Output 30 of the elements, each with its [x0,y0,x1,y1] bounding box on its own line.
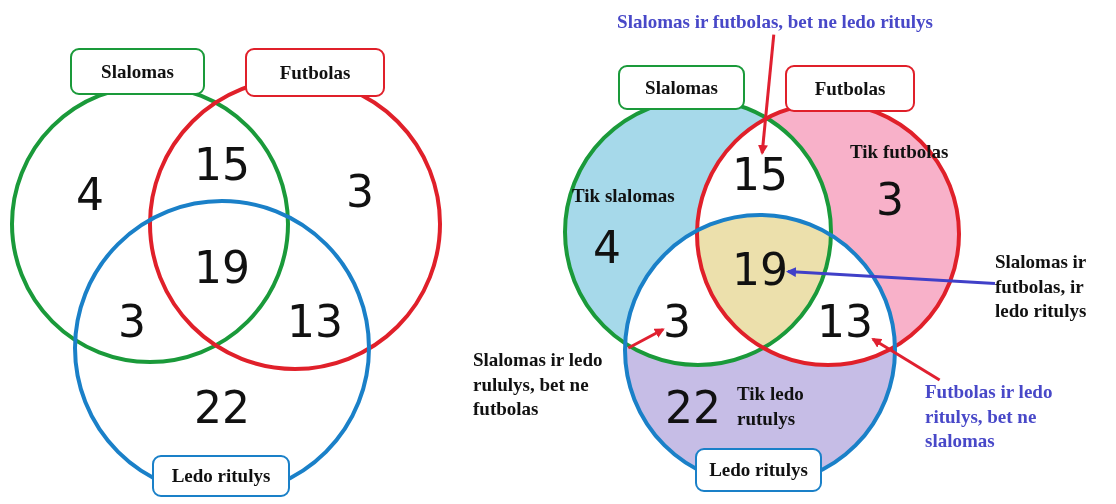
region-count: 13 [287,300,343,344]
region-count: 3 [876,178,904,222]
arrow [627,328,665,350]
arrow [786,267,996,286]
annotation-text: Slalomas ir ledo rululys, bet ne futbolas [473,348,645,423]
region-count: 3 [663,300,691,344]
set-label-box: Ledo ritulys [152,455,290,497]
arrow [757,34,776,155]
annotation-text: Futbolas ir ledo ritulys, bet ne slalomas [925,380,1075,455]
region-label: Tik slalomas [572,184,676,208]
region-count: 3 [118,300,146,344]
arrow [871,337,941,382]
region-count: 19 [732,248,788,292]
region-count: 3 [346,170,374,214]
set-label-box: Futbolas [785,65,915,112]
set-label-box: Slalomas [618,65,745,110]
region-count: 4 [593,226,621,270]
region-count: 15 [194,143,250,187]
region-count: 15 [732,153,788,197]
region-count: 22 [665,386,721,430]
annotation-text: Slalomas ir futbolas, ir ledo ritulys [995,250,1116,325]
annotation-text: Slalomas ir futbolas, bet ne ledo ritulys [560,10,990,35]
set-label-box: Futbolas [245,48,385,97]
region-count: 19 [194,246,250,290]
region-label: Tik ledo rutulys [737,382,805,431]
region-count: 22 [194,386,250,430]
set-label-box: Ledo ritulys [695,448,822,492]
region-count: 4 [76,173,104,217]
set-label-box: Slalomas [70,48,205,95]
region-count: 13 [817,300,873,344]
